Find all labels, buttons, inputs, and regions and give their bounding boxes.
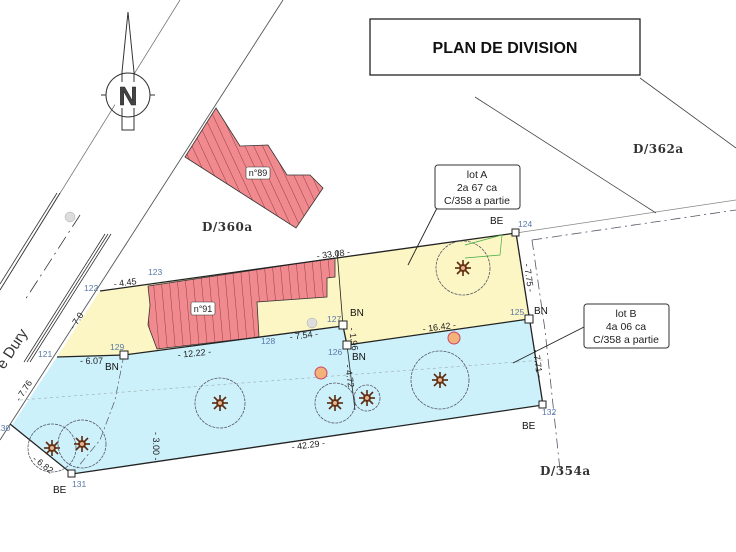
lot-a-ref: C/358 a partie xyxy=(444,195,510,207)
shrub-icon xyxy=(306,317,318,329)
point-124: 124 xyxy=(518,219,532,229)
point-127: 127 xyxy=(327,314,341,324)
marker-bn-126: BN xyxy=(352,352,366,363)
point-126: 126 xyxy=(328,347,342,357)
tree-icon xyxy=(314,382,356,424)
tree-icon xyxy=(57,419,107,469)
parcel-d354a: D/354a xyxy=(540,464,591,478)
point-130: 130 xyxy=(0,423,10,433)
boundary-lines xyxy=(474,77,736,471)
dim-33-08: - 33.08 - xyxy=(316,247,351,261)
marker-bn-129: BN xyxy=(105,362,119,373)
marker-bn-127: BN xyxy=(350,308,364,319)
building-n89-label: n°89 xyxy=(249,168,268,178)
tree-icon xyxy=(27,423,77,473)
lot-b-area xyxy=(12,319,543,474)
marker-be-131: BE xyxy=(53,485,67,496)
marker-be-124: BE xyxy=(490,216,504,227)
point-132: 132 xyxy=(542,407,556,417)
bn-marker-126 xyxy=(342,340,352,350)
bn-marker-127 xyxy=(338,320,348,330)
dim-4-72: - 4.72 xyxy=(343,364,356,388)
building-n91 xyxy=(147,257,336,350)
lot-a-label-box xyxy=(434,164,521,210)
point-123: 123 xyxy=(148,267,162,277)
plan-title: PLAN DE DIVISION xyxy=(433,40,578,57)
dim-42-29: - 42.29 - xyxy=(291,438,326,452)
lot-b-name: lot B xyxy=(615,308,636,320)
dim-7-71: - 7.71 - xyxy=(531,349,545,379)
dim-3-00: - 3.00 - xyxy=(151,432,161,461)
street-name: e Dury xyxy=(0,325,32,372)
be-marker-124 xyxy=(511,228,520,237)
dim-12-22: - 12.22 - xyxy=(177,347,211,360)
hydrant-icon xyxy=(447,331,461,345)
lot-b-label-box xyxy=(583,303,670,349)
north-arrow-icon: N xyxy=(101,11,155,131)
dim-4-45: - 4.45 xyxy=(113,276,137,289)
parcel-d362a: D/362a xyxy=(633,142,684,156)
dim-16-42: - 16.42 - xyxy=(422,320,457,334)
tree-icon xyxy=(435,240,491,296)
trees xyxy=(27,234,503,473)
compass-letter: N xyxy=(119,81,138,111)
point-121: 121 xyxy=(38,349,52,359)
bn-marker-129 xyxy=(119,350,129,360)
title-box xyxy=(369,18,641,76)
hydrant-icon xyxy=(314,366,328,380)
lot-b-ref: C/358 a partie xyxy=(593,334,659,346)
point-125: 125 xyxy=(510,307,524,317)
road-lines xyxy=(0,0,284,441)
lot-a-name: lot A xyxy=(467,169,487,181)
tree-icon xyxy=(410,350,470,410)
point-129: 129 xyxy=(110,342,124,352)
point-128: 128 xyxy=(261,336,275,346)
marker-be-132: BE xyxy=(522,421,536,432)
parcel-d360a: D/360a xyxy=(202,220,253,234)
tree-icon xyxy=(194,377,246,429)
building-n91-label: n°91 xyxy=(194,304,213,314)
lot-a-area-text: 2a 67 ca xyxy=(457,182,497,194)
dim-7-75: - 7.75 - xyxy=(522,263,536,293)
marker-bn-125: BN xyxy=(534,306,548,317)
point-131: 131 xyxy=(72,479,86,489)
lot-b-area-text: 4a 06 ca xyxy=(606,321,646,333)
dim-6-07: - 6.07 xyxy=(80,356,103,366)
boundary-markers xyxy=(67,228,547,478)
be-marker-132 xyxy=(538,400,547,409)
tree-icon xyxy=(353,384,381,412)
dim-7-54: - 7.54 - xyxy=(289,329,319,342)
point-122: 122 xyxy=(84,283,98,293)
be-marker-131 xyxy=(67,469,76,478)
dim-1-96: - 1.96 xyxy=(347,327,360,351)
bn-marker-125 xyxy=(524,314,534,324)
